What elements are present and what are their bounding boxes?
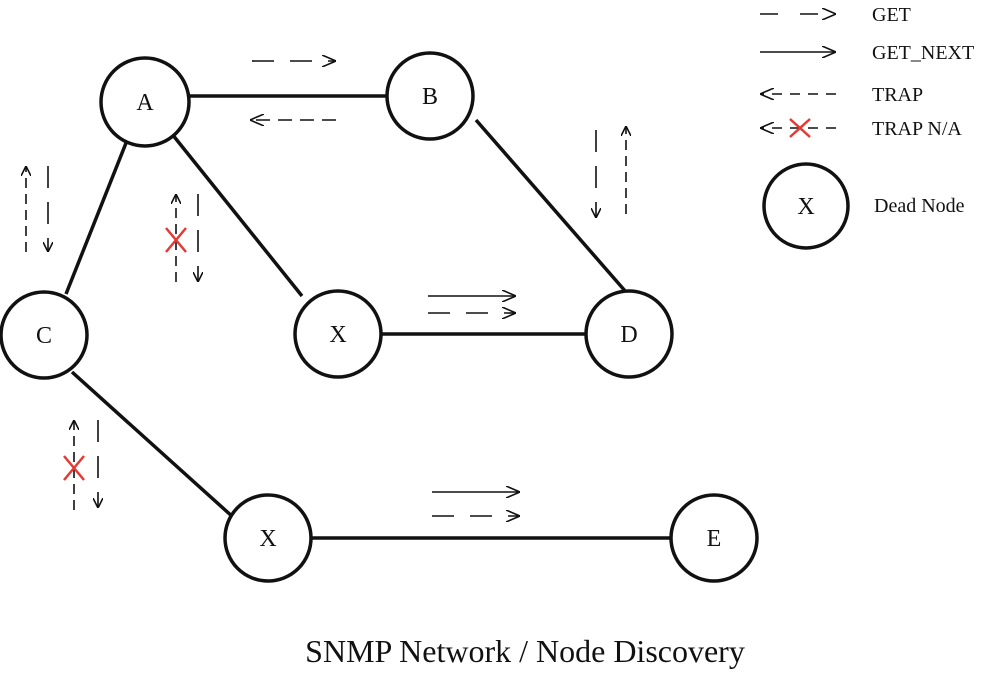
legend-trap-na-label: TRAP N/A (872, 118, 962, 140)
edge-a-c (64, 137, 130, 295)
legend-get: GET (760, 4, 911, 26)
trap-na-mark-a-x1 (165, 227, 187, 253)
edges (64, 94, 672, 540)
node-d: D (584, 289, 674, 379)
legend-get-next-label: GET_NEXT (872, 42, 974, 64)
legend-trap-label: TRAP (872, 84, 923, 106)
diagram-caption: SNMP Network / Node Discovery (305, 633, 745, 669)
legend-trap: TRAP (760, 84, 923, 106)
dead-node-x2-label: X (259, 526, 276, 552)
node-a-label: A (136, 90, 154, 116)
node-a: A (99, 56, 191, 148)
dead-node-x2: X (223, 493, 313, 583)
trap-na-mark-c-x2 (63, 455, 85, 481)
legend-get-label: GET (872, 4, 911, 26)
edge-a-x1 (170, 132, 304, 298)
dead-node-x1-label: X (329, 322, 346, 348)
legend-trap-na: TRAP N/A (760, 118, 962, 140)
dead-node-x1: X (293, 289, 383, 379)
legend-dead-node-symbol: X (797, 194, 814, 220)
node-c: C (0, 290, 89, 380)
node-d-label: D (620, 322, 637, 348)
legend-trap-na-mark (789, 118, 811, 138)
node-c-label: C (36, 323, 52, 349)
legend-dead-node-label: Dead Node (874, 195, 965, 217)
node-b: B (385, 51, 475, 141)
message-arrows (26, 61, 626, 516)
node-e: E (669, 493, 759, 583)
legend-dead-node: X Dead Node (762, 162, 965, 250)
legend-get-next: GET_NEXT (760, 42, 974, 64)
nodes: A B C X D X E (0, 51, 759, 583)
node-e-label: E (707, 526, 722, 552)
edge-b-d (474, 118, 628, 294)
node-b-label: B (422, 84, 438, 110)
edge-c-x2 (70, 370, 236, 520)
legend: GET GET_NEXT TRAP TRAP N/A X Dead Node (760, 4, 974, 250)
